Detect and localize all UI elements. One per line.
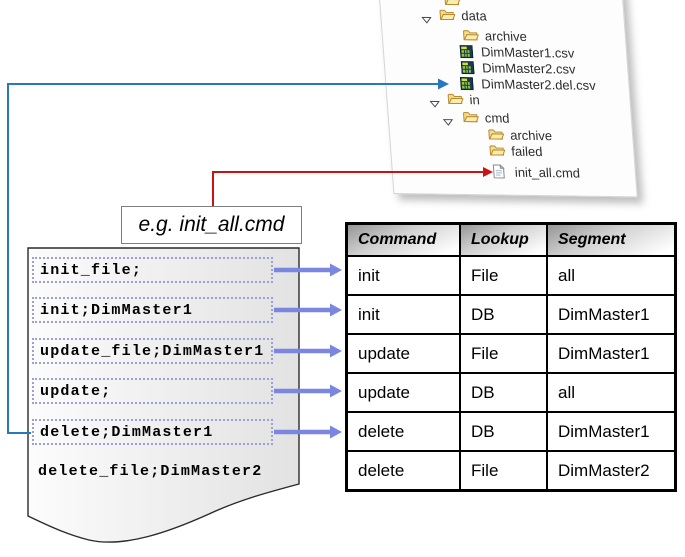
expander-triangle-icon[interactable] (421, 11, 432, 29)
folder-icon (444, 0, 461, 11)
table-cell: File (461, 452, 546, 489)
command-arrowhead-icon (330, 303, 342, 317)
table-cell: File (461, 335, 546, 372)
command-arrowhead-icon (330, 425, 342, 439)
command-line-text: init_file; (40, 261, 143, 279)
tree-item-cmd[interactable]: cmd (388, 108, 510, 126)
folder-icon (462, 110, 479, 128)
csv-file-icon (459, 76, 474, 95)
tree-item-label: DimMaster1.csv (480, 44, 575, 61)
table-cell: DimMaster2 (548, 452, 674, 489)
command-line: init;DimMaster1 (32, 297, 273, 323)
tree-item-in[interactable]: in (387, 90, 480, 108)
command-line-text: update; (40, 382, 112, 400)
table-cell: DB (461, 413, 546, 450)
table-header-segment: Segment (548, 225, 674, 255)
command-line-text: update_file;DimMaster1 (40, 342, 265, 360)
tree-item-archive[interactable]: archive (389, 125, 553, 143)
table-cell: File (461, 257, 546, 294)
command-line: delete_file;DimMaster2 (32, 458, 273, 484)
tree-item-label: data (460, 8, 488, 24)
expander-triangle-icon[interactable] (442, 113, 454, 131)
tree-item-label: failed (510, 143, 543, 160)
tree-item-dimmaster2-csv[interactable]: DimMaster2.csv (384, 58, 576, 77)
tree-item-label: archive (509, 127, 553, 144)
command-arrowhead-icon (330, 263, 342, 277)
command-line: update_file;DimMaster1 (32, 338, 273, 364)
document-title-text: e.g. init_all.cmd (138, 213, 285, 236)
table-header-command: Command (348, 225, 459, 255)
command-line: update; (32, 378, 273, 404)
command-arrowhead-icon (330, 344, 342, 358)
tree-item-failed[interactable]: failed (391, 141, 543, 159)
file-tree-panel: data archive DimMaster1.csv DimMaster2.c… (378, 0, 638, 198)
tree-item-label: archive (484, 28, 528, 45)
tree-item-label: in (468, 92, 481, 108)
folder-icon (489, 143, 506, 161)
command-arrowhead-icon (330, 384, 342, 398)
table-cell: init (348, 296, 459, 333)
table-cell: DB (461, 374, 546, 411)
document-title-label: e.g. init_all.cmd (121, 206, 302, 244)
command-line-text: init;DimMaster1 (40, 301, 194, 319)
command-line-text: delete;DimMaster1 (40, 423, 214, 441)
table-cell: delete (348, 413, 459, 450)
tree-item-dimmaster1-csv[interactable]: DimMaster1.csv (383, 42, 575, 61)
tree-item-data[interactable]: data (381, 6, 487, 24)
table-cell: DimMaster1 (548, 413, 674, 450)
table-cell: update (348, 374, 459, 411)
table-cell: DB (461, 296, 546, 333)
tree-item-dimmaster2-del-csv[interactable]: DimMaster2.del.csv (386, 74, 596, 93)
folder-icon (462, 28, 479, 46)
table-cell: init (348, 257, 459, 294)
expander-triangle-icon[interactable] (429, 95, 440, 113)
table-header-lookup: Lookup (461, 225, 546, 255)
tree-item-cutoff[interactable] (380, 0, 461, 7)
table-cell: DimMaster1 (548, 296, 674, 333)
folder-icon (447, 92, 464, 110)
tree-item-archive[interactable]: archive (382, 26, 527, 44)
tree-item-init-all-cmd[interactable]: init_all.cmd (392, 162, 581, 181)
table-cell: all (548, 257, 674, 294)
cmd-file-icon (492, 163, 505, 183)
command-line: delete;DimMaster1 (32, 419, 273, 445)
tree-item-label: DimMaster2.csv (481, 60, 577, 77)
folder-icon (488, 127, 505, 145)
csv-file-icon (460, 60, 475, 79)
tree-item-label: DimMaster2.del.csv (480, 76, 597, 93)
command-line-text: delete_file;DimMaster2 (38, 462, 263, 480)
csv-file-icon (459, 44, 474, 63)
folder-icon (439, 8, 456, 26)
table-cell: delete (348, 452, 459, 489)
tree-item-label: init_all.cmd (514, 164, 581, 181)
table-cell: DimMaster1 (548, 335, 674, 372)
table-cell: all (548, 374, 674, 411)
table-cell: update (348, 335, 459, 372)
command-line: init_file; (32, 257, 273, 283)
tree-item-label: cmd (484, 110, 510, 126)
